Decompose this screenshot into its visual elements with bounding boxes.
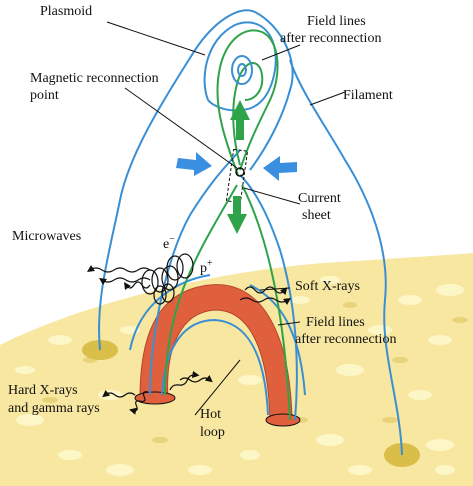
label-hard-xrays-1: Hard X-rays [8,383,78,398]
label-microwaves: Microwaves [12,229,81,244]
label-soft-xrays: Soft X-rays [295,279,360,294]
label-reconnection-1: Magnetic reconnection [30,71,159,86]
label-proton: p+ [200,258,213,276]
inflow-arrows [176,152,297,181]
down-arrow-icon [227,196,247,234]
label-reconnection-2: point [30,88,59,103]
label-field-lines-low-1: Field lines [306,315,365,330]
label-field-lines-low-2: after reconnection [295,332,396,347]
surface-specks [42,302,468,443]
label-hot-1: Hot [200,407,221,422]
up-arrow-icon [230,100,250,140]
outflow-arrows [227,100,250,234]
surface-granules [15,276,464,476]
label-field-lines-top-1: Field lines [307,14,366,29]
label-plasmoid: Plasmoid [40,4,92,19]
label-hard-xrays-2: and gamma rays [8,401,100,416]
right-arrow-icon [176,152,212,176]
label-field-lines-top-2: after reconnection [280,31,381,46]
leader-lines [106,21,346,416]
particle-gyration [141,253,194,305]
hot-loop-base-left [134,391,176,405]
solar-surface [0,253,473,486]
reconnection-point [235,167,245,177]
plasmoid-spiral [231,55,253,85]
emission-waves [87,265,291,415]
label-current-1: Current [298,191,341,206]
hot-loop-base-right [265,413,301,427]
filament-lines [98,9,403,456]
label-current-2: sheet [302,208,331,223]
left-arrow-icon [263,156,297,181]
label-hot-2: loop [200,425,225,440]
label-filament: Filament [343,88,393,103]
label-electron: e− [163,234,175,252]
